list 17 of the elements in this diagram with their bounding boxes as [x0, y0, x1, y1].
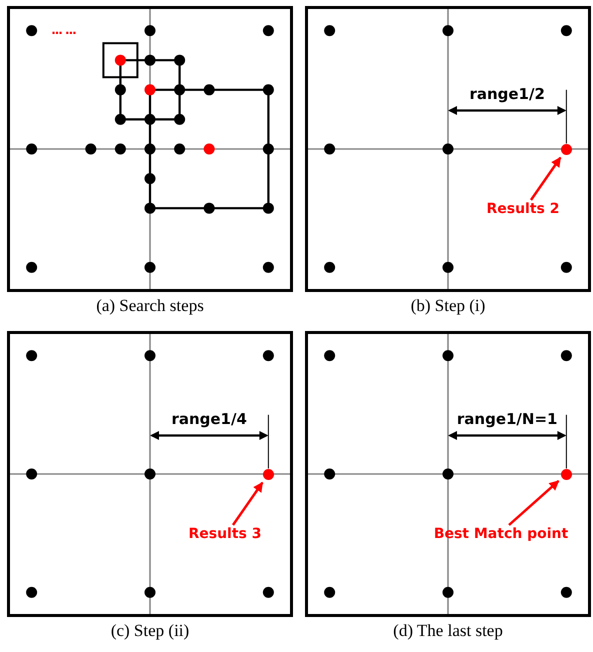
dimension-label: range1/4: [170, 410, 248, 428]
panel-caption: (b) Step (i): [410, 296, 486, 316]
callout-text: Best Match point: [426, 526, 576, 542]
result-point: [560, 144, 572, 154]
callout-text: Results 2: [468, 201, 578, 217]
panel-caption: (a) Search steps: [96, 296, 204, 316]
leader-arrow: [530, 156, 562, 201]
leader-arrow: [232, 482, 264, 526]
panel-caption: (d) The last step: [393, 621, 503, 641]
leader-arrow: [508, 480, 560, 526]
result-point: [560, 468, 572, 480]
result-point: [262, 468, 274, 480]
dimension-label: range1/2: [468, 84, 546, 103]
panel-caption: (c) Step (ii): [110, 621, 190, 641]
dimension-label: range1/N=1: [456, 410, 558, 428]
callout-text: Results 3: [170, 526, 280, 542]
ellipsis-mark: ... ...: [51, 22, 76, 37]
